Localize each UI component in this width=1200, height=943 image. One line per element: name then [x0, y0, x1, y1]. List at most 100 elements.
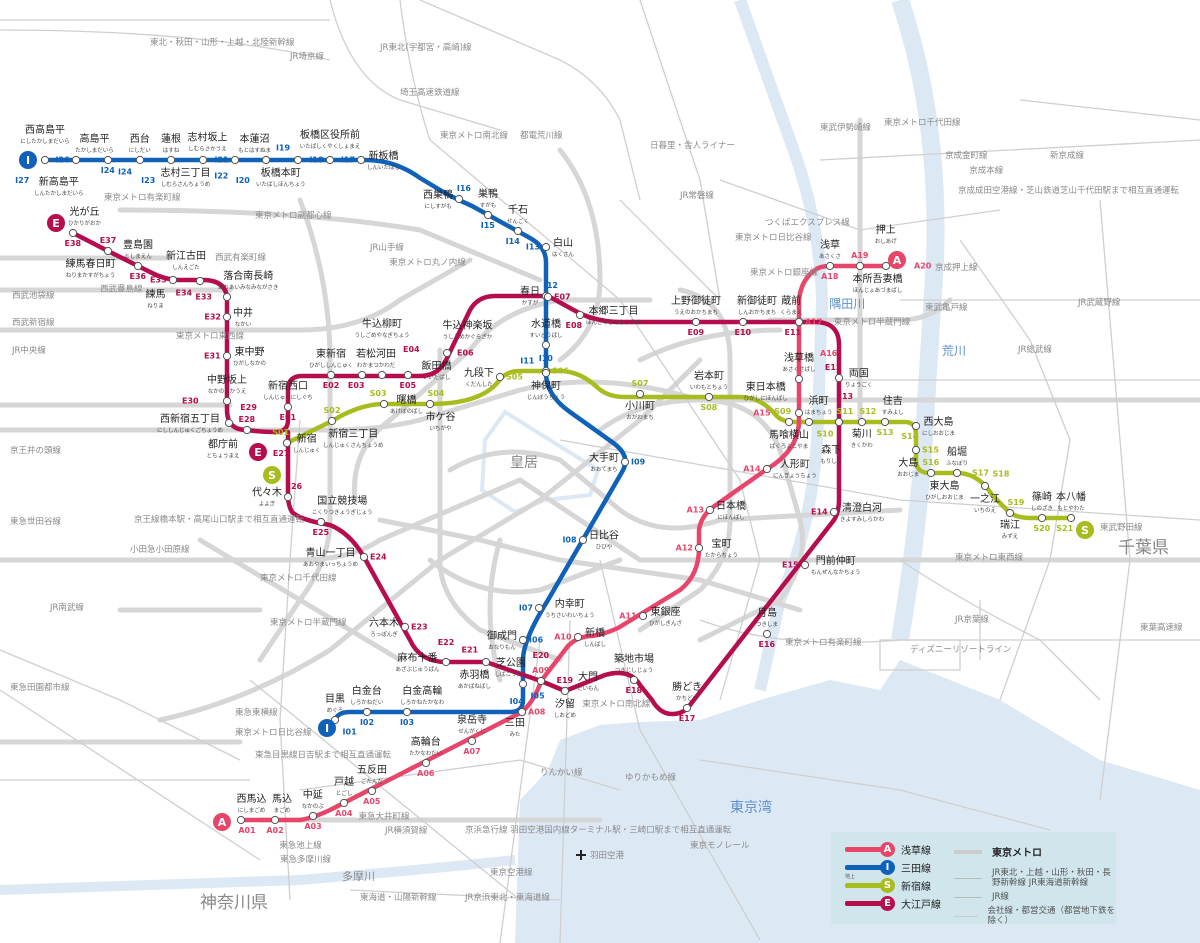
oedo-line-path[interactable]: [70, 230, 842, 717]
station-marker-A03[interactable]: [308, 811, 318, 821]
station-marker-A10[interactable]: [573, 632, 583, 642]
station-marker-I26[interactable]: [71, 155, 81, 165]
station-marker-S17[interactable]: [952, 468, 962, 478]
station-S11[interactable]: S11: [836, 407, 853, 416]
station-marker-I21[interactable]: [230, 155, 240, 165]
station-marker-E26[interactable]: [283, 492, 293, 502]
station-marker-I11[interactable]: [541, 340, 551, 350]
station-marker-E24[interactable]: [359, 552, 369, 562]
station-marker-I05[interactable]: [518, 679, 528, 689]
station-marker-E08[interactable]: [575, 310, 585, 320]
station-marker-E09[interactable]: [691, 317, 701, 327]
station-marker-E06[interactable]: [442, 348, 452, 358]
station-marker-S10[interactable]: [804, 417, 814, 427]
station-marker-S09[interactable]: [784, 417, 794, 427]
station-marker-E30[interactable]: [222, 396, 232, 406]
station-marker-E28[interactable]: [242, 425, 252, 435]
station-A09[interactable]: A09: [532, 666, 550, 675]
station-marker-S20[interactable]: [1037, 513, 1047, 523]
station-marker-S15[interactable]: [911, 445, 921, 455]
station-marker-E13[interactable]: [834, 417, 844, 427]
station-marker-S05[interactable]: [495, 372, 505, 382]
station-marker-E05[interactable]: [403, 370, 413, 380]
station-marker-I23[interactable]: [166, 155, 176, 165]
station-marker-I16[interactable]: [454, 194, 464, 204]
station-marker-I17[interactable]: [356, 155, 366, 165]
station-marker-E10[interactable]: [738, 317, 748, 327]
station-marker-E33[interactable]: [222, 292, 232, 302]
station-marker-E21[interactable]: [481, 657, 491, 667]
station-S06[interactable]: S06: [552, 367, 569, 376]
station-marker-I24[interactable]: [103, 155, 113, 165]
station-marker-I02[interactable]: [362, 707, 372, 717]
station-marker-I04[interactable]: [517, 707, 527, 717]
station-marker-E37[interactable]: [103, 246, 113, 256]
station-marker-E36[interactable]: [133, 261, 143, 271]
station-marker-S14[interactable]: [911, 421, 921, 431]
station-marker-I09[interactable]: [620, 457, 630, 467]
station-marker-I10[interactable]: [541, 368, 551, 378]
station-marker-I07[interactable]: [534, 603, 544, 613]
station-marker-S02[interactable]: [327, 416, 337, 426]
station-marker-E16[interactable]: [762, 629, 772, 639]
station-marker-S07[interactable]: [635, 389, 645, 399]
station-marker-I18[interactable]: [325, 155, 335, 165]
station-marker-I24[interactable]: [135, 155, 145, 165]
station-marker-S16[interactable]: [926, 468, 936, 478]
station-marker-S18[interactable]: [980, 481, 990, 491]
station-marker-A06[interactable]: [421, 758, 431, 768]
station-marker-E29[interactable]: [224, 418, 234, 428]
station-marker-I08[interactable]: [578, 535, 588, 545]
station-marker-E11[interactable]: [794, 317, 804, 327]
station-marker-A12[interactable]: [694, 543, 704, 553]
station-marker-E19[interactable]: [560, 686, 570, 696]
